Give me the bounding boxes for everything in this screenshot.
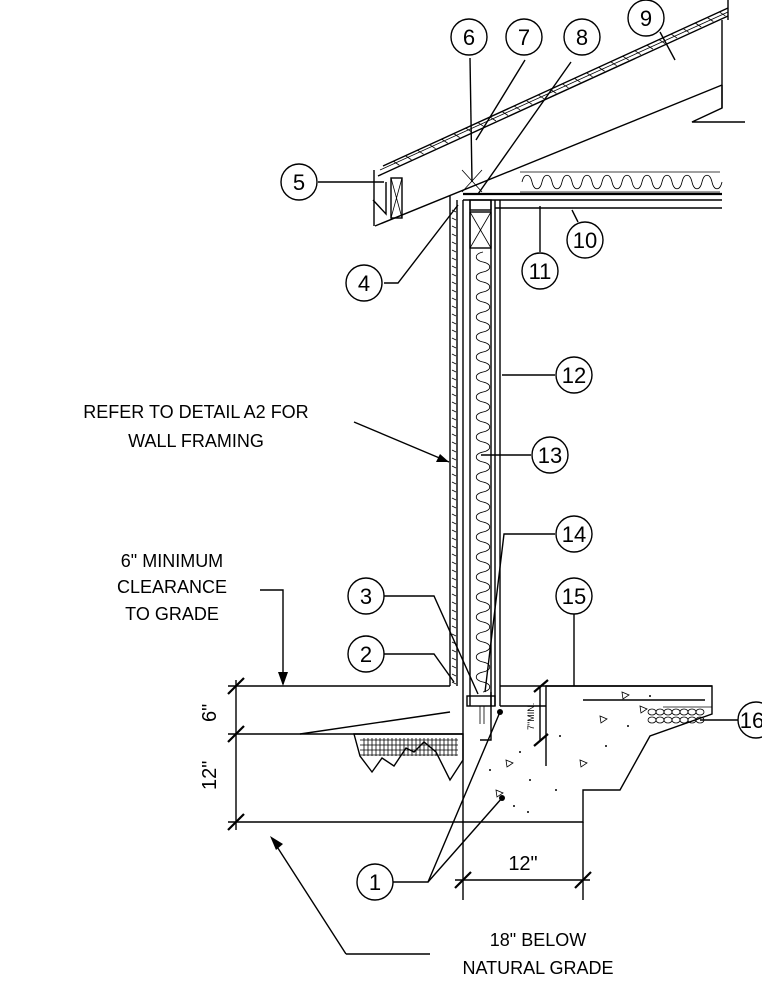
- wall-insulation: [475, 251, 491, 693]
- callout-bubble-15: 15: [555, 577, 593, 615]
- svg-text:13: 13: [538, 443, 562, 468]
- svg-text:4: 4: [358, 271, 370, 296]
- svg-text:6: 6: [463, 25, 475, 50]
- shingle-hatch: [393, 11, 726, 166]
- gravel-base: [647, 708, 705, 724]
- callout-bubble-16: 16: [737, 701, 762, 739]
- refer-note-line2: WALL FRAMING: [128, 431, 264, 451]
- wall-assembly: [449, 196, 501, 724]
- callout-bubble-6: 6: [450, 18, 488, 56]
- callout-bubble-9: 9: [627, 0, 665, 37]
- roof-assembly: [372, 0, 745, 227]
- svg-text:7: 7: [518, 25, 530, 50]
- svg-text:1: 1: [369, 870, 381, 895]
- foundation-assembly: [353, 685, 713, 823]
- leader-lines: [260, 31, 738, 955]
- callout-bubble-2: 2: [347, 635, 385, 673]
- svg-text:16: 16: [740, 708, 762, 733]
- svg-text:11: 11: [529, 259, 552, 284]
- concrete-stipple: [489, 691, 651, 813]
- callout-bubble-13: 13: [531, 436, 569, 474]
- dim-twelve-vertical: 12": [199, 761, 221, 790]
- svg-text:3: 3: [360, 584, 372, 609]
- callout-bubble-12: 12: [555, 356, 593, 394]
- dim-seven-min: 7"MIN.: [526, 703, 536, 730]
- dim-six-inch: 6": [199, 704, 221, 722]
- callout-bubble-7: 7: [505, 18, 543, 56]
- callout-bubble-8: 8: [563, 18, 601, 56]
- dim-twelve-horizontal: 12": [508, 853, 537, 875]
- clearance-note-line2: CLEARANCE: [117, 577, 227, 597]
- below-grade-note-line1: 18" BELOW: [490, 930, 586, 950]
- svg-text:2: 2: [360, 642, 372, 667]
- earth-hatch: [360, 738, 458, 756]
- clearance-note-line3: TO GRADE: [125, 604, 219, 624]
- svg-text:12: 12: [562, 363, 586, 388]
- svg-text:9: 9: [640, 6, 652, 31]
- svg-text:10: 10: [573, 228, 597, 253]
- refer-note-line1: REFER TO DETAIL A2 FOR: [83, 402, 308, 422]
- svg-text:8: 8: [576, 25, 588, 50]
- callout-bubble-14: 14: [555, 515, 593, 553]
- callout-bubble-5: 5: [280, 163, 318, 201]
- callout-bubble-4: 4: [345, 264, 383, 302]
- clearance-note-line1: 6" MINIMUM: [121, 551, 223, 571]
- grade-dimensions: [227, 677, 592, 900]
- below-grade-note-line2: NATURAL GRADE: [462, 958, 613, 978]
- callout-bubble-3: 3: [347, 577, 385, 615]
- svg-text:15: 15: [562, 584, 586, 609]
- callout-bubble-11: 11: [521, 252, 559, 290]
- callout-bubble-1: 1: [356, 863, 394, 901]
- ceiling-insulation: [521, 174, 723, 190]
- svg-text:14: 14: [562, 522, 586, 547]
- siding-hatch: [451, 209, 457, 685]
- svg-text:5: 5: [293, 170, 305, 195]
- callout-bubble-10: 10: [566, 221, 604, 259]
